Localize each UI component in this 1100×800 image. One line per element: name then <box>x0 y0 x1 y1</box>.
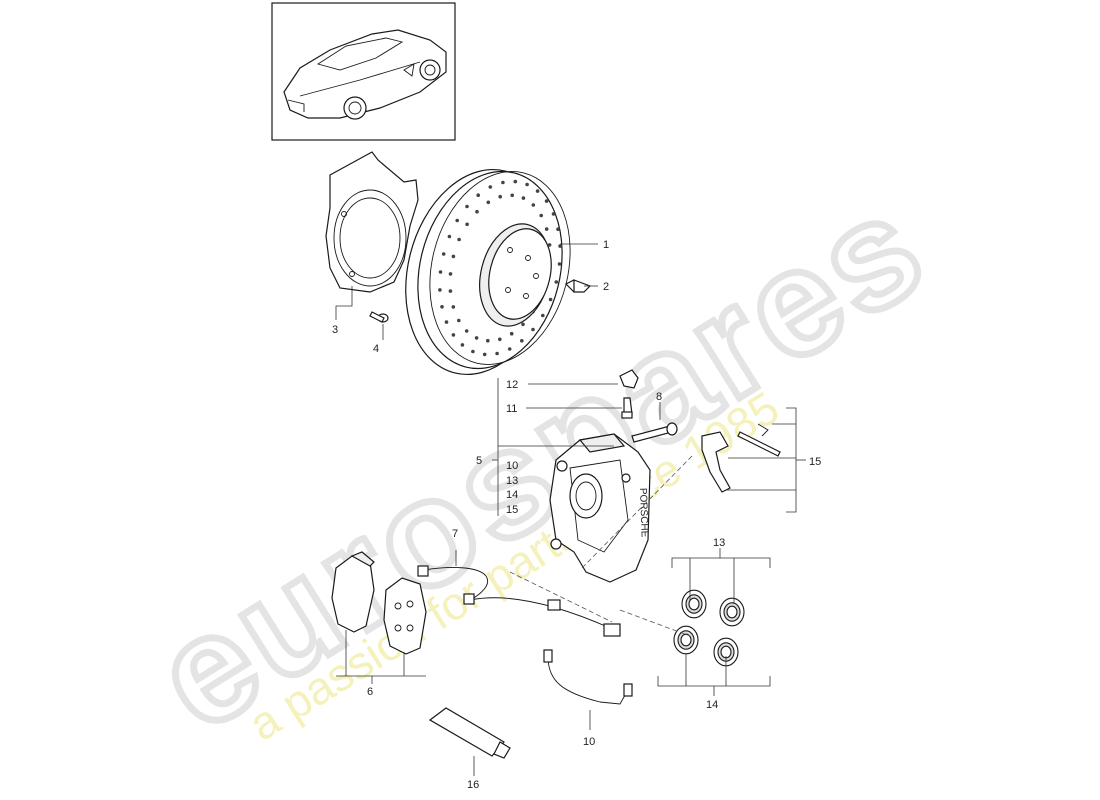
part-15-pad-retaining-kit[interactable] <box>701 423 781 493</box>
callout-1[interactable]: 1 <box>603 239 609 251</box>
drill-hole <box>482 352 487 357</box>
part-5-brake-caliper[interactable]: PORSCHE <box>549 433 651 583</box>
drill-hole <box>521 196 526 200</box>
callout-6[interactable]: 6 <box>367 686 373 698</box>
drill-hole <box>441 252 446 256</box>
drill-hole <box>544 227 549 231</box>
seal-ring <box>726 605 738 619</box>
part-7-wear-sensor[interactable] <box>417 565 621 637</box>
drill-hole <box>457 237 461 242</box>
drill-hole <box>556 227 560 231</box>
drill-hole <box>510 193 514 198</box>
drill-hole <box>488 185 493 189</box>
callout-5-sub-14[interactable]: 14 <box>506 489 518 501</box>
part-12-bleeder-cap[interactable] <box>619 369 639 389</box>
drill-hole <box>547 243 552 247</box>
callout-8[interactable]: 8 <box>656 391 662 403</box>
drill-hole <box>557 262 562 266</box>
drill-hole <box>551 212 556 216</box>
callout-13[interactable]: 13 <box>713 537 725 549</box>
drill-hole <box>544 199 549 203</box>
drill-hole <box>465 222 469 227</box>
vehicle-thumbnail[interactable] <box>271 2 456 141</box>
drill-hole <box>474 336 479 340</box>
callout-3[interactable]: 3 <box>332 324 338 336</box>
callout-5-sub-15[interactable]: 15 <box>506 504 518 516</box>
part-1-brake-disc[interactable] <box>385 154 590 391</box>
drill-hole <box>438 270 443 274</box>
callout-16[interactable]: 16 <box>467 779 479 791</box>
part-10-brake-hose[interactable] <box>543 649 633 705</box>
callout-12[interactable]: 12 <box>506 379 518 391</box>
drill-hole <box>451 254 456 259</box>
drill-hole <box>451 305 456 309</box>
callout-5-sub-10[interactable]: 10 <box>506 460 518 472</box>
drill-hole <box>460 343 465 347</box>
drill-hole <box>448 272 453 276</box>
leader-lines <box>335 243 806 776</box>
caliper-brand-text: PORSCHE <box>637 488 650 538</box>
drill-hole <box>476 193 481 197</box>
part-8-caliper-bolt[interactable] <box>631 422 678 443</box>
drill-hole <box>507 347 512 351</box>
drill-hole <box>475 209 479 214</box>
seal-ring <box>688 597 700 611</box>
drill-hole <box>455 218 460 223</box>
drill-hole <box>471 349 475 354</box>
callout-4[interactable]: 4 <box>373 343 379 355</box>
drill-hole <box>513 179 518 184</box>
callout-14[interactable]: 14 <box>706 699 718 711</box>
drill-hole <box>535 189 540 193</box>
callout-2[interactable]: 2 <box>603 281 609 293</box>
drill-hole <box>558 244 562 248</box>
part-3-brake-backing-plate[interactable] <box>325 151 419 293</box>
part-6-brake-pads[interactable] <box>331 551 427 655</box>
drill-hole <box>531 327 535 332</box>
drill-hole <box>521 322 525 327</box>
drill-hole <box>451 333 456 337</box>
part-4-bolt[interactable] <box>369 311 389 323</box>
seal-ring <box>680 633 692 647</box>
seal-rings <box>673 589 745 667</box>
drill-hole <box>525 182 529 187</box>
car-icon <box>283 29 447 120</box>
drill-hole <box>464 329 469 333</box>
assembly-lines <box>509 453 695 637</box>
drill-hole <box>495 351 499 356</box>
callout-7[interactable]: 7 <box>452 528 458 540</box>
part-11-bleeder-valve[interactable] <box>621 397 633 419</box>
drill-hole <box>501 180 505 185</box>
drill-hole <box>531 203 536 207</box>
callout-11[interactable]: 11 <box>506 403 517 415</box>
drill-hole <box>539 213 543 218</box>
part-16-grease-tube[interactable] <box>428 707 511 759</box>
callout-15[interactable]: 15 <box>809 456 821 468</box>
drill-hole <box>498 337 502 342</box>
drill-hole <box>440 305 444 309</box>
callouts: 1 2 3 4 5 10 13 14 15 6 7 8 10 11 12 13 … <box>332 239 821 791</box>
part-13-14-piston-seals[interactable] <box>673 589 745 667</box>
drill-hole <box>465 204 469 209</box>
drill-hole <box>509 331 514 336</box>
callout-10[interactable]: 10 <box>583 736 595 748</box>
callout-5-sub-13[interactable]: 13 <box>506 475 518 487</box>
drill-hole <box>554 280 559 284</box>
drill-hole <box>448 289 453 293</box>
drill-hole <box>541 313 545 318</box>
drill-hole <box>486 338 490 343</box>
callout-5[interactable]: 5 <box>476 455 482 467</box>
drill-hole <box>520 339 524 343</box>
drill-hole <box>548 297 553 302</box>
part-2-countersunk-screw[interactable] <box>564 279 592 293</box>
drill-hole <box>498 194 503 199</box>
drill-hole <box>447 234 452 239</box>
drill-hole <box>444 320 449 324</box>
drill-hole <box>457 318 461 323</box>
drill-hole <box>438 288 442 292</box>
drill-hole <box>486 200 491 205</box>
